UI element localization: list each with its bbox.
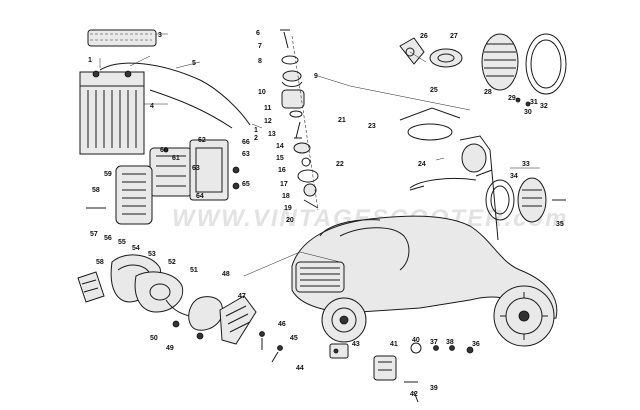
label-15: 15 (276, 155, 284, 162)
label-9: 9 (314, 73, 318, 80)
engine-cowl-grille (295, 261, 345, 293)
label-50: 50 (150, 335, 158, 342)
label-13: 13 (268, 131, 276, 138)
label-2: 2 (254, 135, 258, 142)
label-64: 64 (196, 193, 204, 200)
label-11: 11 (264, 105, 272, 112)
label-28: 28 (484, 89, 492, 96)
regulator-box (149, 147, 193, 197)
scooter-body (291, 107, 558, 347)
label-51: 51 (190, 267, 198, 274)
label-55: 55 (118, 239, 126, 246)
label-35: 35 (556, 221, 564, 228)
label-46: 46 (278, 321, 286, 328)
label-49: 49 (166, 345, 174, 352)
label-31: 31 (530, 99, 538, 106)
battery-cable (99, 62, 251, 126)
switch-column-parts (280, 29, 319, 211)
tail-light-assembly (77, 254, 257, 345)
label-41: 41 (390, 341, 398, 348)
label-20: 20 (286, 217, 294, 224)
label-4: 4 (150, 103, 154, 110)
label-54: 54 (132, 245, 140, 252)
label-53: 53 (148, 251, 156, 258)
label-66: 66 (242, 139, 250, 146)
label-39: 39 (430, 385, 438, 392)
label-10: 10 (258, 89, 266, 96)
label-32: 32 (540, 103, 548, 110)
handlebar-headlamp (461, 143, 487, 173)
label-12: 12 (264, 118, 272, 125)
battery-cover (87, 29, 157, 47)
spare-wheel-parts (485, 177, 566, 223)
small-hardware (259, 331, 474, 403)
label-65: 65 (242, 181, 250, 188)
label-63b: 63 (242, 151, 250, 158)
label-1: 1 (88, 57, 92, 64)
label-52: 52 (168, 259, 176, 266)
label-61: 61 (172, 155, 180, 162)
cover-plate (189, 139, 229, 201)
label-47: 47 (238, 293, 246, 300)
label-30: 30 (524, 109, 532, 116)
label-14: 14 (276, 143, 284, 150)
label-8: 8 (258, 58, 262, 65)
label-37: 37 (430, 339, 438, 346)
label-48: 48 (222, 271, 230, 278)
label-6: 6 (256, 30, 260, 37)
label-29: 29 (508, 95, 516, 102)
label-63: 63 (192, 165, 200, 172)
label-42: 42 (410, 391, 418, 398)
label-25: 25 (430, 87, 438, 94)
headlamp-assembly (399, 33, 567, 107)
label-57: 57 (90, 231, 98, 238)
label-16: 16 (278, 167, 286, 174)
tail-light-body (219, 295, 257, 345)
label-45: 45 (290, 335, 298, 342)
regulator-assembly (86, 139, 240, 225)
label-58: 58 (96, 259, 104, 266)
label-17: 17 (280, 181, 288, 188)
label-24: 24 (418, 161, 426, 168)
label-33: 33 (522, 161, 530, 168)
tail-light-lens (77, 271, 105, 303)
label-26: 26 (420, 33, 428, 40)
label-44: 44 (296, 365, 304, 372)
label-1b: 1 (254, 127, 258, 134)
label-62: 62 (198, 137, 206, 144)
headlamp-rim (525, 33, 567, 95)
label-59: 59 (104, 171, 112, 178)
battery-assembly (79, 29, 251, 155)
rectifier (115, 165, 153, 225)
part-labels: 3 4 5 1 1 2 6 7 8 9 10 11 12 13 14 15 16… (88, 30, 564, 398)
label-23: 23 (368, 123, 376, 130)
label-34: 34 (510, 173, 518, 180)
label-43: 43 (352, 341, 360, 348)
scooter-frame (291, 215, 558, 321)
label-3: 3 (158, 32, 162, 39)
label-58b: 58 (92, 187, 100, 194)
label-40: 40 (412, 337, 420, 344)
label-27: 27 (450, 33, 458, 40)
label-18: 18 (282, 193, 290, 200)
label-5: 5 (192, 60, 196, 67)
label-21: 21 (338, 117, 346, 124)
label-38: 38 (446, 339, 454, 346)
label-56: 56 (104, 235, 112, 242)
headlamp-reflector (481, 33, 519, 91)
leader-lines (144, 33, 540, 277)
label-22: 22 (336, 161, 344, 168)
label-36: 36 (472, 341, 480, 348)
label-19: 19 (284, 205, 292, 212)
label-7: 7 (258, 43, 262, 50)
label-60: 60 (160, 147, 168, 154)
